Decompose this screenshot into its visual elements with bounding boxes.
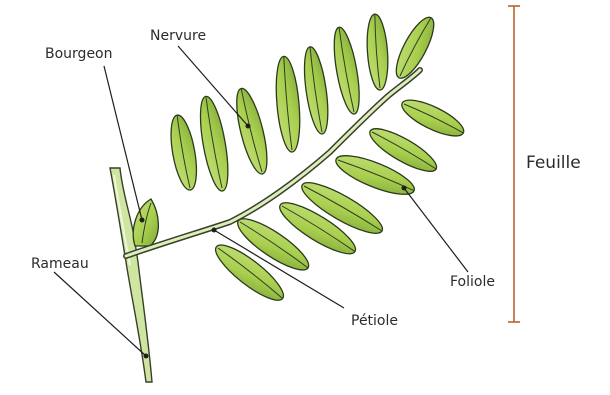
leaflet <box>231 86 274 177</box>
leaflet <box>397 93 468 143</box>
point-petiole <box>212 228 217 233</box>
label-vein: Nervure <box>150 28 206 44</box>
leader-leaflet <box>404 188 468 272</box>
leaflet <box>329 26 364 116</box>
branch-stem <box>110 168 152 382</box>
label-bud: Bourgeon <box>45 46 113 62</box>
label-petiole: Pétiole <box>351 313 398 329</box>
branch <box>110 168 152 382</box>
leaflet <box>195 95 233 193</box>
leaflet <box>166 113 201 192</box>
label-branch: Rameau <box>31 256 89 272</box>
leaf-bracket <box>508 6 520 322</box>
label-leaf: Feuille <box>526 153 581 173</box>
leaflet <box>273 55 303 153</box>
leaflet <box>365 13 390 90</box>
point-vein <box>246 124 251 129</box>
point-branch <box>144 354 149 359</box>
point-bud <box>140 218 145 223</box>
bud <box>133 199 158 246</box>
point-leaflet <box>402 186 407 191</box>
label-leaflet: Foliole <box>450 274 495 290</box>
leaflet <box>300 45 332 135</box>
